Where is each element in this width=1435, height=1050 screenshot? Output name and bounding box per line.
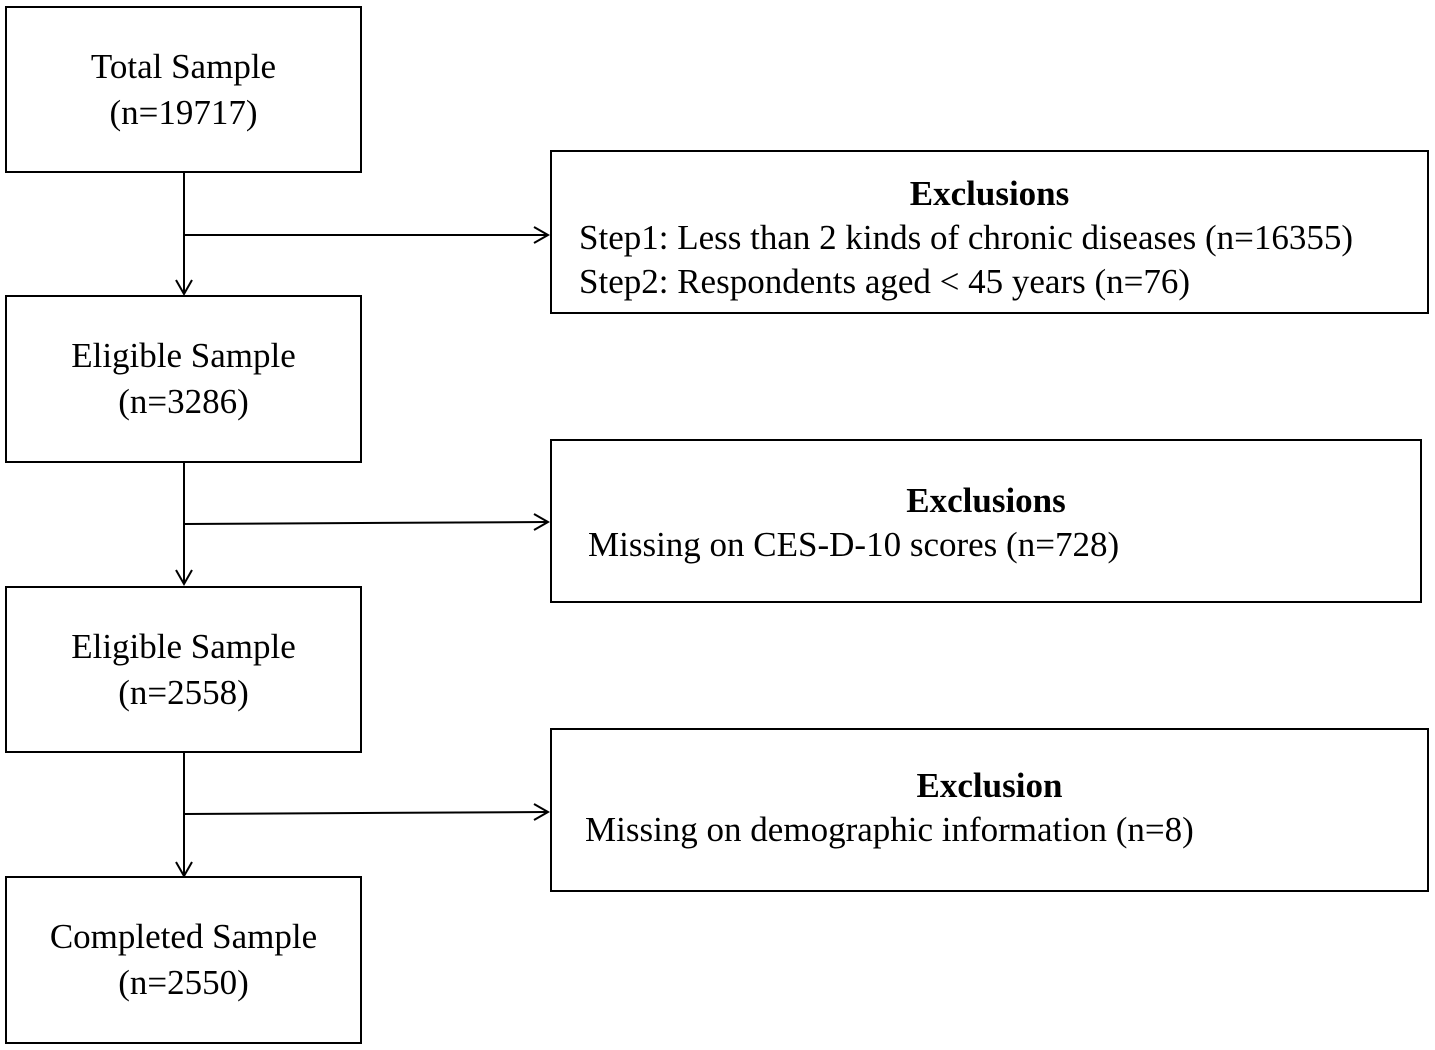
exclusion-title: Exclusions [906, 481, 1066, 520]
exclusion-arrowhead-3 [533, 803, 551, 821]
flow-arrowhead-2 [175, 569, 193, 587]
box-label: Eligible Sample [71, 626, 296, 666]
box-count: (n=2550) [118, 963, 249, 1002]
exclusion-arrowhead-2 [533, 513, 551, 531]
box-count: (n=3286) [118, 382, 249, 421]
exclusion-arrowhead-1 [533, 226, 551, 244]
exclusion-title: Exclusions [909, 174, 1070, 213]
exclusion-line: Missing on CES-D-10 scores (n=728) [588, 525, 1120, 564]
box-label: Total Sample [90, 46, 277, 86]
box-count: (n=19717) [109, 92, 258, 132]
box-count: (n=2558) [118, 672, 249, 712]
exclusion-box-2: Exclusions Missing on CES-D-10 scores (n… [550, 439, 1422, 603]
exclusion-arrow-3 [183, 811, 549, 815]
exclusion-box-3: Exclusion Missing on demographic informa… [550, 728, 1429, 892]
exclusion-line: Missing on demographic information (n=8) [585, 810, 1194, 849]
exclusion-line: Step2: Respondents aged < 45 years (n=76… [579, 262, 1191, 301]
eligible-sample-box-2: Eligible Sample (n=2558) [5, 586, 362, 753]
total-sample-box: Total Sample (n=19717) [5, 6, 362, 173]
completed-sample-box: Completed Sample (n=2550) [5, 876, 362, 1044]
exclusion-line: Step1: Less than 2 kinds of chronic dise… [579, 218, 1354, 257]
box-label: Completed Sample [49, 917, 318, 956]
eligible-sample-box-1: Eligible Sample (n=3286) [5, 295, 362, 463]
box-label: Eligible Sample [71, 336, 296, 375]
exclusion-box-1: Exclusions Step1: Less than 2 kinds of c… [550, 150, 1429, 314]
exclusion-arrow-2 [183, 521, 549, 525]
exclusion-title: Exclusion [916, 766, 1063, 805]
flow-arrowhead-1 [175, 279, 193, 297]
